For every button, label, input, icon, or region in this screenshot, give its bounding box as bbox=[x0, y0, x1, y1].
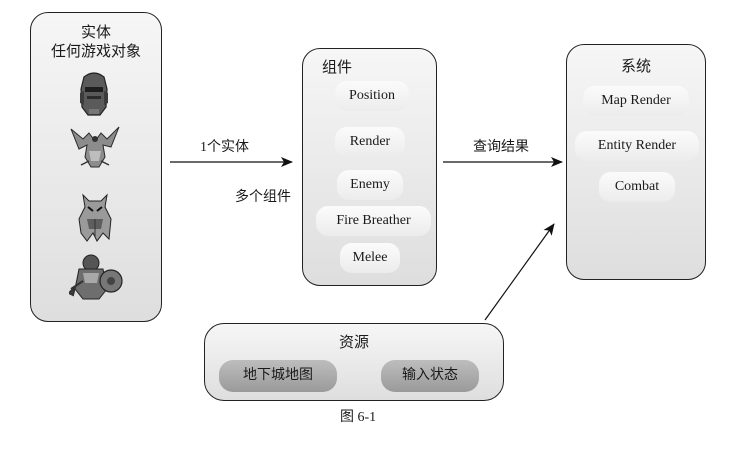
component-fire-breather: Fire Breather bbox=[316, 206, 431, 236]
arrow-label-one-entity: 1个实体 bbox=[200, 140, 249, 155]
systems-title: 系统 bbox=[620, 59, 651, 75]
arrow-label-query-result: 查询结果 bbox=[473, 140, 529, 155]
components-box: 组件 Position Render Enemy Fire Breather M… bbox=[302, 48, 437, 286]
system-map-render: Map Render bbox=[583, 86, 689, 116]
entity-subtitle: 任何游戏对象 bbox=[50, 44, 141, 60]
wraith-sprite bbox=[78, 193, 112, 242]
figure-caption: 图 6-1 bbox=[340, 410, 377, 425]
resources-box: 资源 地下城地图 输入状态 bbox=[204, 323, 504, 401]
component-render: Render bbox=[335, 127, 405, 157]
dragon-sprite bbox=[70, 126, 120, 168]
resource-dungeon-map: 地下城地图 bbox=[219, 360, 337, 392]
component-enemy: Enemy bbox=[337, 170, 403, 200]
entity-box: 实体 任何游戏对象 bbox=[30, 12, 162, 322]
knight-sprite bbox=[80, 72, 108, 116]
resources-title: 资源 bbox=[338, 335, 369, 351]
resource-input-state: 输入状态 bbox=[381, 360, 479, 392]
components-title: 组件 bbox=[322, 60, 353, 76]
system-entity-render: Entity Render bbox=[575, 131, 699, 161]
warrior-sprite bbox=[69, 254, 123, 300]
entity-title: 实体 bbox=[80, 25, 111, 41]
systems-box: 系统 Map Render Entity Render Combat bbox=[566, 44, 706, 280]
arrow-resources-to-systems bbox=[484, 223, 555, 321]
component-position: Position bbox=[335, 81, 409, 111]
arrow-label-many-components: 多个组件 bbox=[235, 190, 291, 205]
system-combat: Combat bbox=[599, 172, 675, 202]
component-melee: Melee bbox=[340, 243, 400, 273]
